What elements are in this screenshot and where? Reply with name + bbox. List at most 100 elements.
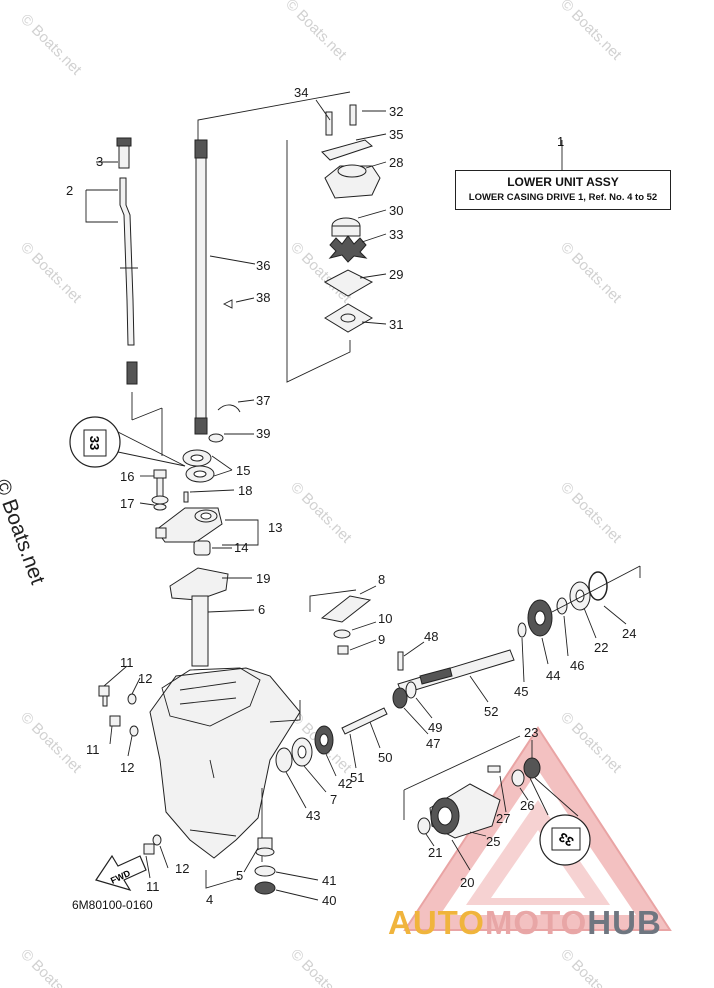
callout-label: 34 — [294, 85, 308, 100]
legend-title: LOWER UNIT ASSY — [507, 175, 619, 189]
drive-shaft — [194, 139, 256, 435]
bearing-housing-13 — [155, 491, 259, 546]
callout-label: 45 — [514, 684, 528, 699]
callout-label: 25 — [486, 834, 500, 849]
callout-label: 51 — [350, 770, 364, 785]
callout-label: 27 — [496, 811, 510, 826]
callout-label: 17 — [120, 496, 134, 511]
callout-label: 10 — [378, 611, 392, 626]
pipe-6 — [191, 595, 209, 667]
shift-rod — [85, 137, 138, 385]
watermark: © Boats.net — [17, 709, 85, 777]
callout-label: 48 — [424, 629, 438, 644]
callout-label: 15 — [236, 463, 250, 478]
callout-label: 35 — [389, 127, 403, 142]
callout-label: 8 — [378, 572, 385, 587]
callout-label: 43 — [306, 808, 320, 823]
callout-label: 49 — [428, 720, 442, 735]
callout-label: 19 — [256, 571, 270, 586]
callout-label: 4 — [206, 892, 213, 907]
callout-label: 33 — [389, 227, 403, 242]
gasket-19 — [169, 567, 229, 601]
callout-label: 11 — [120, 655, 134, 670]
callout-label: 46 — [570, 658, 584, 673]
callout-label: 9 — [378, 632, 385, 647]
legend-number: 1 — [557, 134, 565, 149]
callout-label: 24 — [622, 626, 636, 641]
callout-label: 32 — [389, 104, 403, 119]
badge-bottom: 33 — [556, 829, 576, 849]
callout-label: 6 — [258, 602, 265, 617]
callout-label: 39 — [256, 426, 270, 441]
leader-lines — [103, 99, 627, 901]
propeller-shaft-assembly — [269, 565, 641, 773]
watermark: © Boats.net — [17, 11, 85, 79]
callout-label: 38 — [256, 290, 270, 305]
watermark: © Boats.net — [282, 0, 350, 64]
callout-label: 2 — [66, 183, 73, 198]
callout-label: 11 — [146, 879, 160, 894]
washer-17 — [153, 503, 167, 511]
sleeve-14 — [193, 540, 211, 556]
callout-label: 31 — [389, 317, 403, 332]
callout-label: 3 — [96, 154, 103, 169]
logo-part-moto: MOTO — [484, 904, 588, 941]
callout-label: 26 — [520, 798, 534, 813]
callout-label: 50 — [378, 750, 392, 765]
callout-label: 21 — [428, 845, 442, 860]
callout-label: 28 — [389, 155, 403, 170]
washer-39 — [208, 433, 224, 443]
logo-part-auto: AUTO — [388, 904, 485, 941]
callout-label: 23 — [524, 725, 538, 740]
callout-label: 40 — [322, 893, 336, 908]
callout-label: 12 — [120, 760, 134, 775]
callout-label: 30 — [389, 203, 403, 218]
watermark: © Boats.net — [557, 946, 625, 988]
watermark: © Boats.net — [17, 946, 85, 988]
callout-label: 41 — [322, 873, 336, 888]
callout-label: 16 — [120, 469, 134, 484]
badge-top: 33 — [87, 436, 102, 450]
bolt-16 — [151, 469, 169, 505]
cap-assembly — [403, 735, 541, 839]
fwd-arrow: FWD — [95, 854, 147, 892]
callout-label: 7 — [330, 792, 337, 807]
detail-callout-bottom: 33 — [529, 777, 591, 866]
legend-subtitle: LOWER CASING DRIVE 1, Ref. No. 4 to 52 — [468, 192, 658, 203]
callout-label: 47 — [426, 736, 440, 751]
callout-label: 22 — [594, 640, 608, 655]
bearings-15 — [182, 449, 215, 483]
watermark: © Boats.net — [557, 709, 625, 777]
callout-label: 36 — [256, 258, 270, 273]
key-38 — [222, 299, 233, 309]
callout-label: 29 — [389, 267, 403, 282]
water-pump-parts — [321, 104, 381, 333]
automotohub-logo: AUTOMOTOHUB — [388, 904, 662, 942]
callout-label: 18 — [238, 483, 252, 498]
watermark: © Boats.net — [557, 239, 625, 307]
callout-numbers: 34 32 35 28 30 33 29 31 3 2 36 38 37 39 … — [66, 85, 636, 908]
callout-label: 44 — [546, 668, 560, 683]
bushings — [205, 837, 276, 895]
callout-label: 42 — [338, 776, 352, 791]
callout-label: 14 — [234, 540, 248, 555]
logo-triangle — [403, 726, 672, 931]
watermark: © Boats.net — [557, 479, 625, 547]
callout-label: 5 — [236, 868, 243, 883]
clip-37 — [217, 404, 241, 413]
callout-label: 20 — [460, 875, 474, 890]
callout-label: 37 — [256, 393, 270, 408]
lower-casing-4 — [149, 667, 301, 862]
diagram-code: 6M80100-0160 — [72, 898, 153, 912]
anode-8 — [309, 589, 372, 655]
watermark: © Boats.net — [287, 479, 355, 547]
watermark: © Boats.net — [287, 946, 355, 988]
callout-label: 12 — [175, 861, 189, 876]
watermark: © Boats.net — [17, 239, 85, 307]
callout-label: 12 — [138, 671, 152, 686]
detail-callout-top: 33 — [69, 392, 186, 468]
callout-label: 52 — [484, 704, 498, 719]
callout-label: 13 — [268, 520, 282, 535]
watermark: © Boats.net — [557, 0, 625, 64]
